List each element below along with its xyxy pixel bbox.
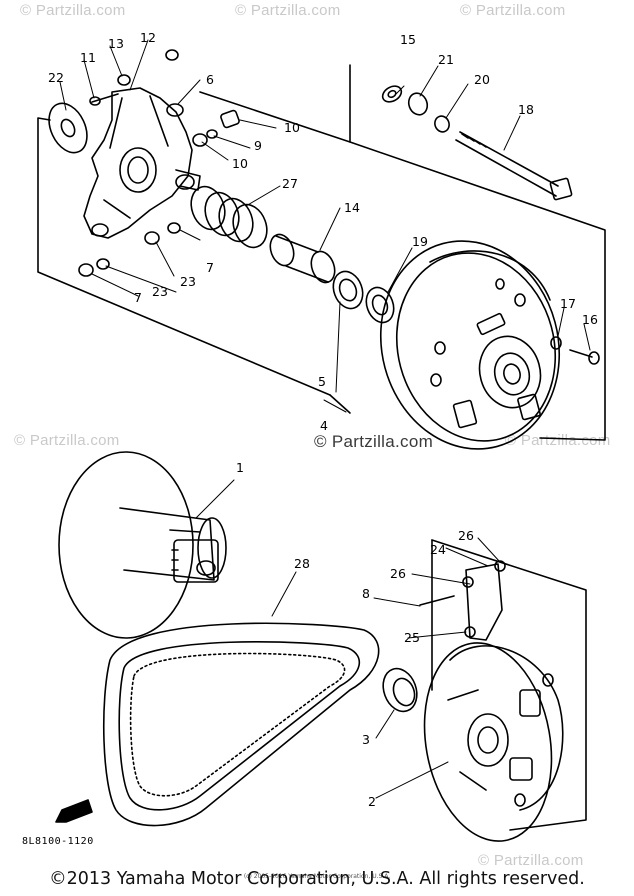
callout-12: 12 xyxy=(140,30,156,45)
callout-labels: 1234567789101011121314151617181920212223… xyxy=(48,30,598,809)
callout-2: 2 xyxy=(368,794,376,809)
watermark: © Partzilla.com xyxy=(505,432,611,449)
footer-copyright: ©2013 Yamaha Motor Corporation, U.S.A. A… xyxy=(49,869,585,889)
callout-16: 16 xyxy=(582,312,598,327)
fwd-arrow-icon xyxy=(55,799,93,823)
callout-13: 13 xyxy=(108,36,124,51)
bolt-16 xyxy=(569,349,600,365)
bushing-19 xyxy=(365,286,395,324)
watermark: © Partzilla.com xyxy=(14,432,120,449)
callout-17: 17 xyxy=(560,296,576,311)
callout-28: 28 xyxy=(294,556,310,571)
sheave-2 xyxy=(423,642,564,842)
footer: ©2013 Yamaha Motor Corporation, U.S.A. A… xyxy=(0,862,634,896)
callout-10: 10 xyxy=(284,120,300,135)
pin-8 xyxy=(419,595,455,606)
watermark: © Partzilla.com xyxy=(235,2,341,19)
spring-27 xyxy=(190,185,268,249)
callout-5: 5 xyxy=(318,374,326,389)
washer-20 xyxy=(434,115,450,133)
nut-13 xyxy=(117,74,131,86)
sleeve-14 xyxy=(269,233,336,284)
bolt-18 xyxy=(455,131,573,201)
washer-22 xyxy=(48,102,88,154)
callout-25: 25 xyxy=(404,630,420,645)
bolt-11 xyxy=(89,93,119,106)
callout-11: 11 xyxy=(80,50,96,65)
callout-8: 8 xyxy=(362,586,370,601)
fwd-label: FWD xyxy=(68,809,87,817)
callout-21: 21 xyxy=(438,52,454,67)
callout-3: 3 xyxy=(362,732,370,747)
callout-23: 23 xyxy=(152,284,168,299)
watermark: © Partzilla.com xyxy=(314,432,434,451)
small-copyright: (c) 2005-2016 Yamaha Motor Corporation, … xyxy=(243,873,391,880)
fixed-sheave-1 xyxy=(58,451,227,639)
callout-6: 6 xyxy=(206,72,214,87)
nut-7 xyxy=(78,222,181,277)
callout-1: 1 xyxy=(236,460,244,475)
washer-21 xyxy=(407,92,429,116)
washer-17 xyxy=(550,336,562,350)
callout-26: 26 xyxy=(390,566,406,581)
callout-20: 20 xyxy=(474,72,490,87)
callout-7: 7 xyxy=(206,260,214,275)
washer-15 xyxy=(381,85,403,103)
watermark: © Partzilla.com xyxy=(20,2,126,19)
lower-assembly-frame xyxy=(431,539,587,831)
slider-9 xyxy=(192,109,240,147)
v-belt-28 xyxy=(102,622,380,827)
part-code: 8L8100-1120 xyxy=(22,836,94,847)
callout-24: 24 xyxy=(430,542,446,557)
callout-19: 19 xyxy=(412,234,428,249)
upper-assembly-frame xyxy=(37,64,606,441)
watermark: © Partzilla.com xyxy=(478,852,584,869)
spider-6 xyxy=(83,87,201,239)
callout-14: 14 xyxy=(344,200,360,215)
callout-26: 26 xyxy=(458,528,474,543)
callout-23: 23 xyxy=(180,274,196,289)
callout-7: 7 xyxy=(134,290,142,305)
callout-4: 4 xyxy=(320,418,328,433)
callout-10: 10 xyxy=(232,156,248,171)
movable-sheave xyxy=(379,240,561,450)
callout-27: 27 xyxy=(282,176,298,191)
watermark: © Partzilla.com xyxy=(460,2,566,19)
bushing-3 xyxy=(382,667,418,713)
leader-lines xyxy=(59,39,591,799)
callout-18: 18 xyxy=(518,102,534,117)
callout-15: 15 xyxy=(400,32,416,47)
bracket-24 xyxy=(462,560,506,641)
nut-12 xyxy=(165,49,179,61)
callout-22: 22 xyxy=(48,70,64,85)
callout-9: 9 xyxy=(254,138,262,153)
bushing-5 xyxy=(332,270,364,310)
